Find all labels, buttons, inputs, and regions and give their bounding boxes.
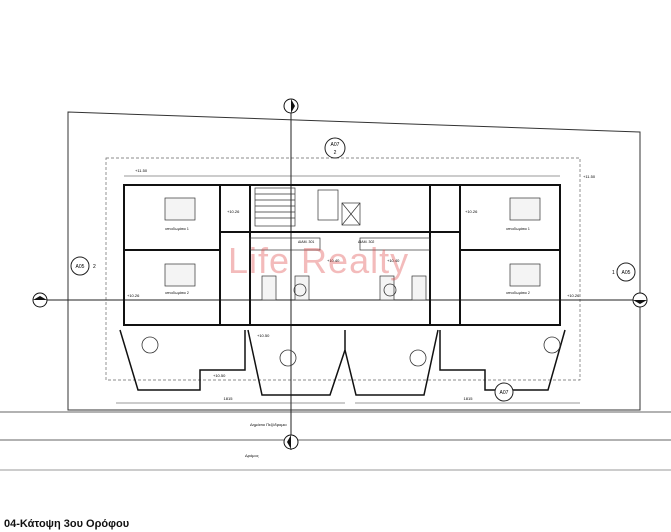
axis-arrow-right: [632, 292, 648, 308]
svg-text:A07: A07: [331, 142, 340, 148]
stair-core: [254, 187, 361, 227]
svg-text:A07: A07: [500, 390, 509, 396]
axis-arrow-left: [32, 292, 48, 308]
balconies: [119, 329, 566, 396]
level-label: +10.26: [227, 209, 240, 214]
axis-arrow-bottom: [283, 434, 299, 450]
unit-label: ΔΙΑΜ. 302: [358, 240, 374, 244]
building-walls: [123, 184, 561, 326]
level-label: +10.50: [257, 333, 270, 338]
building-setback-line: [105, 157, 581, 381]
svg-text:2: 2: [93, 264, 96, 270]
level-label: +10.50: [213, 373, 226, 378]
level-label: +10.40: [327, 258, 340, 263]
axis-arrow-top: [283, 98, 299, 114]
marker-left: A05 2: [70, 256, 96, 276]
room-label: υπνοδωμάτιο 2: [165, 291, 189, 295]
marker-top: A07 2: [324, 137, 346, 159]
dim-overall-left: 1815: [224, 396, 234, 401]
dim-overall-right: 1815: [464, 396, 474, 401]
furniture: [164, 197, 541, 301]
room-label: υπνοδωμάτιο 1: [506, 227, 530, 231]
level-label: +11.50: [583, 174, 596, 179]
level-label: +10.26: [465, 209, 478, 214]
unit-label: ΔΙΑΜ. 301: [298, 240, 314, 244]
level-label: +11.50: [135, 168, 148, 173]
svg-text:A05: A05: [76, 264, 85, 270]
svg-text:A05: A05: [622, 270, 631, 276]
level-label: +10.26: [567, 293, 580, 298]
watermark: Life Realty: [228, 240, 410, 281]
drawing-caption: 04-Κάτοψη 3ου Ορόφου: [4, 518, 130, 530]
room-label: υπνοδωμάτιο 2: [506, 291, 530, 295]
level-label: +10.40: [387, 258, 400, 263]
level-label: +10.26: [127, 293, 140, 298]
marker-center-right: A07: [494, 382, 514, 402]
svg-text:2: 2: [334, 150, 337, 156]
road-label-1: Δημόσιο Πεζόδρομιο: [250, 422, 287, 427]
dimension-lines: [116, 175, 580, 404]
site-boundary: [67, 111, 641, 411]
room-label: υπνοδωμάτιο 1: [165, 227, 189, 231]
svg-text:1: 1: [612, 270, 615, 276]
balcony-tables: [141, 283, 561, 367]
marker-right: A05 1: [612, 262, 636, 282]
road-label-2: Δρόμος: [245, 453, 259, 458]
